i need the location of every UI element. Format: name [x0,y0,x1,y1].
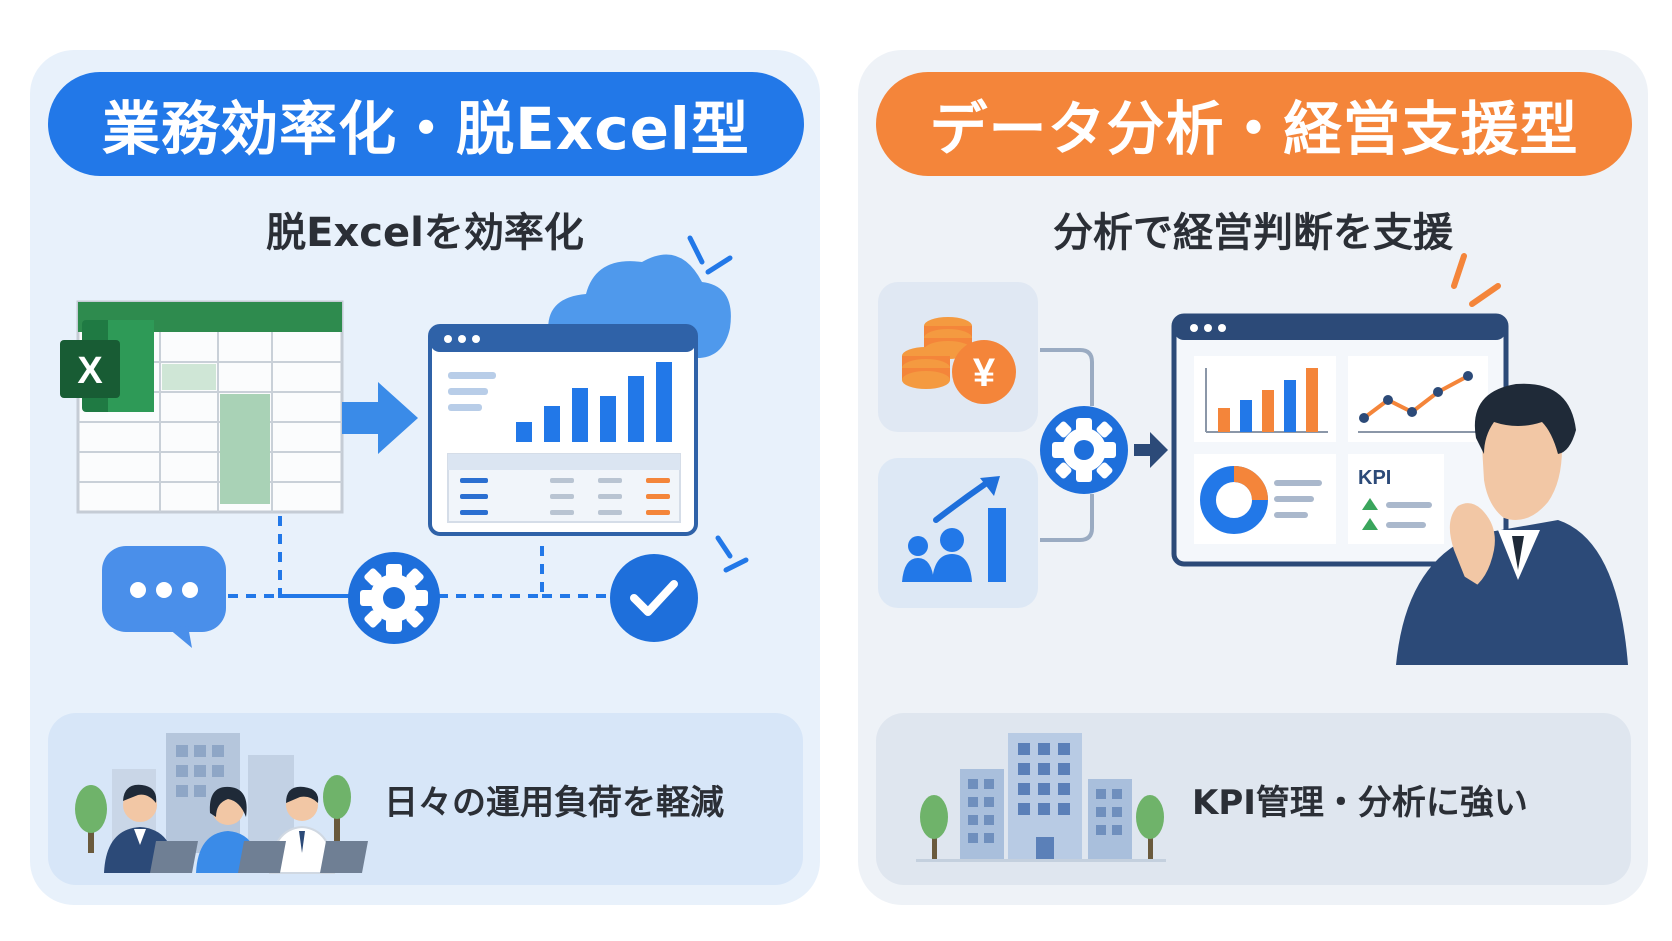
gear-icon [1040,406,1128,494]
flow-connectors [1040,348,1094,542]
efficiency-title: 業務効率化・脱Excel型 [102,95,750,163]
analytics-footer-text: KPI管理・分析に強い [1192,783,1528,823]
efficiency-footer-text: 日々の運用負荷を軽減 [384,783,724,823]
office-buildings [916,733,1166,862]
person-icon [268,786,336,874]
panel-efficiency: 業務効率化・脱Excel型 脱Excelを効率化 X [30,50,820,905]
efficiency-subtitle: 脱Excelを効率化 [266,210,584,256]
office-team [75,733,368,874]
gear-icon [348,552,440,644]
laptop-icon [150,841,368,873]
efficiency-title-pill: 業務効率化・脱Excel型 [48,72,804,176]
arrow-right-icon [1134,432,1168,468]
yen-coin-icon: ¥ [952,340,1016,404]
chat-bubble-icon [102,546,226,648]
analytics-illustration: ¥ [878,253,1628,665]
arrow-right-icon [342,382,418,454]
workflow-connectors [228,516,612,598]
dashboard-window [428,324,698,536]
coin-stack-icon [902,317,972,389]
efficiency-illustration: X [60,235,749,648]
sparkle-lines-icon [1451,253,1501,307]
analytics-title: データ分析・経営支援型 [929,95,1579,163]
sparkle-lines-icon [687,235,749,573]
analytics-title-pill: データ分析・経営支援型 [876,72,1632,176]
excel-letter: X [77,350,103,392]
growth-chart-icon [902,476,1006,582]
analytics-dashboard: KPI [1171,313,1509,567]
tree-icon [920,795,948,859]
analytics-footer: KPI管理・分析に強い [876,713,1631,885]
excel-icon: X [60,320,154,412]
efficiency-footer: 日々の運用負荷を軽減 [48,713,803,885]
yen-symbol: ¥ [973,351,996,395]
kpi-label: KPI [1358,467,1391,489]
analytics-subtitle: 分析で経営判断を支援 [1053,210,1453,256]
thinking-businessman [1396,383,1628,665]
tree-icon [323,775,351,853]
check-circle-icon [610,554,698,642]
tree-icon [75,785,107,853]
tree-icon [1136,795,1164,859]
panel-analytics: データ分析・経営支援型 分析で経営判断を支援 ¥ [858,50,1648,905]
